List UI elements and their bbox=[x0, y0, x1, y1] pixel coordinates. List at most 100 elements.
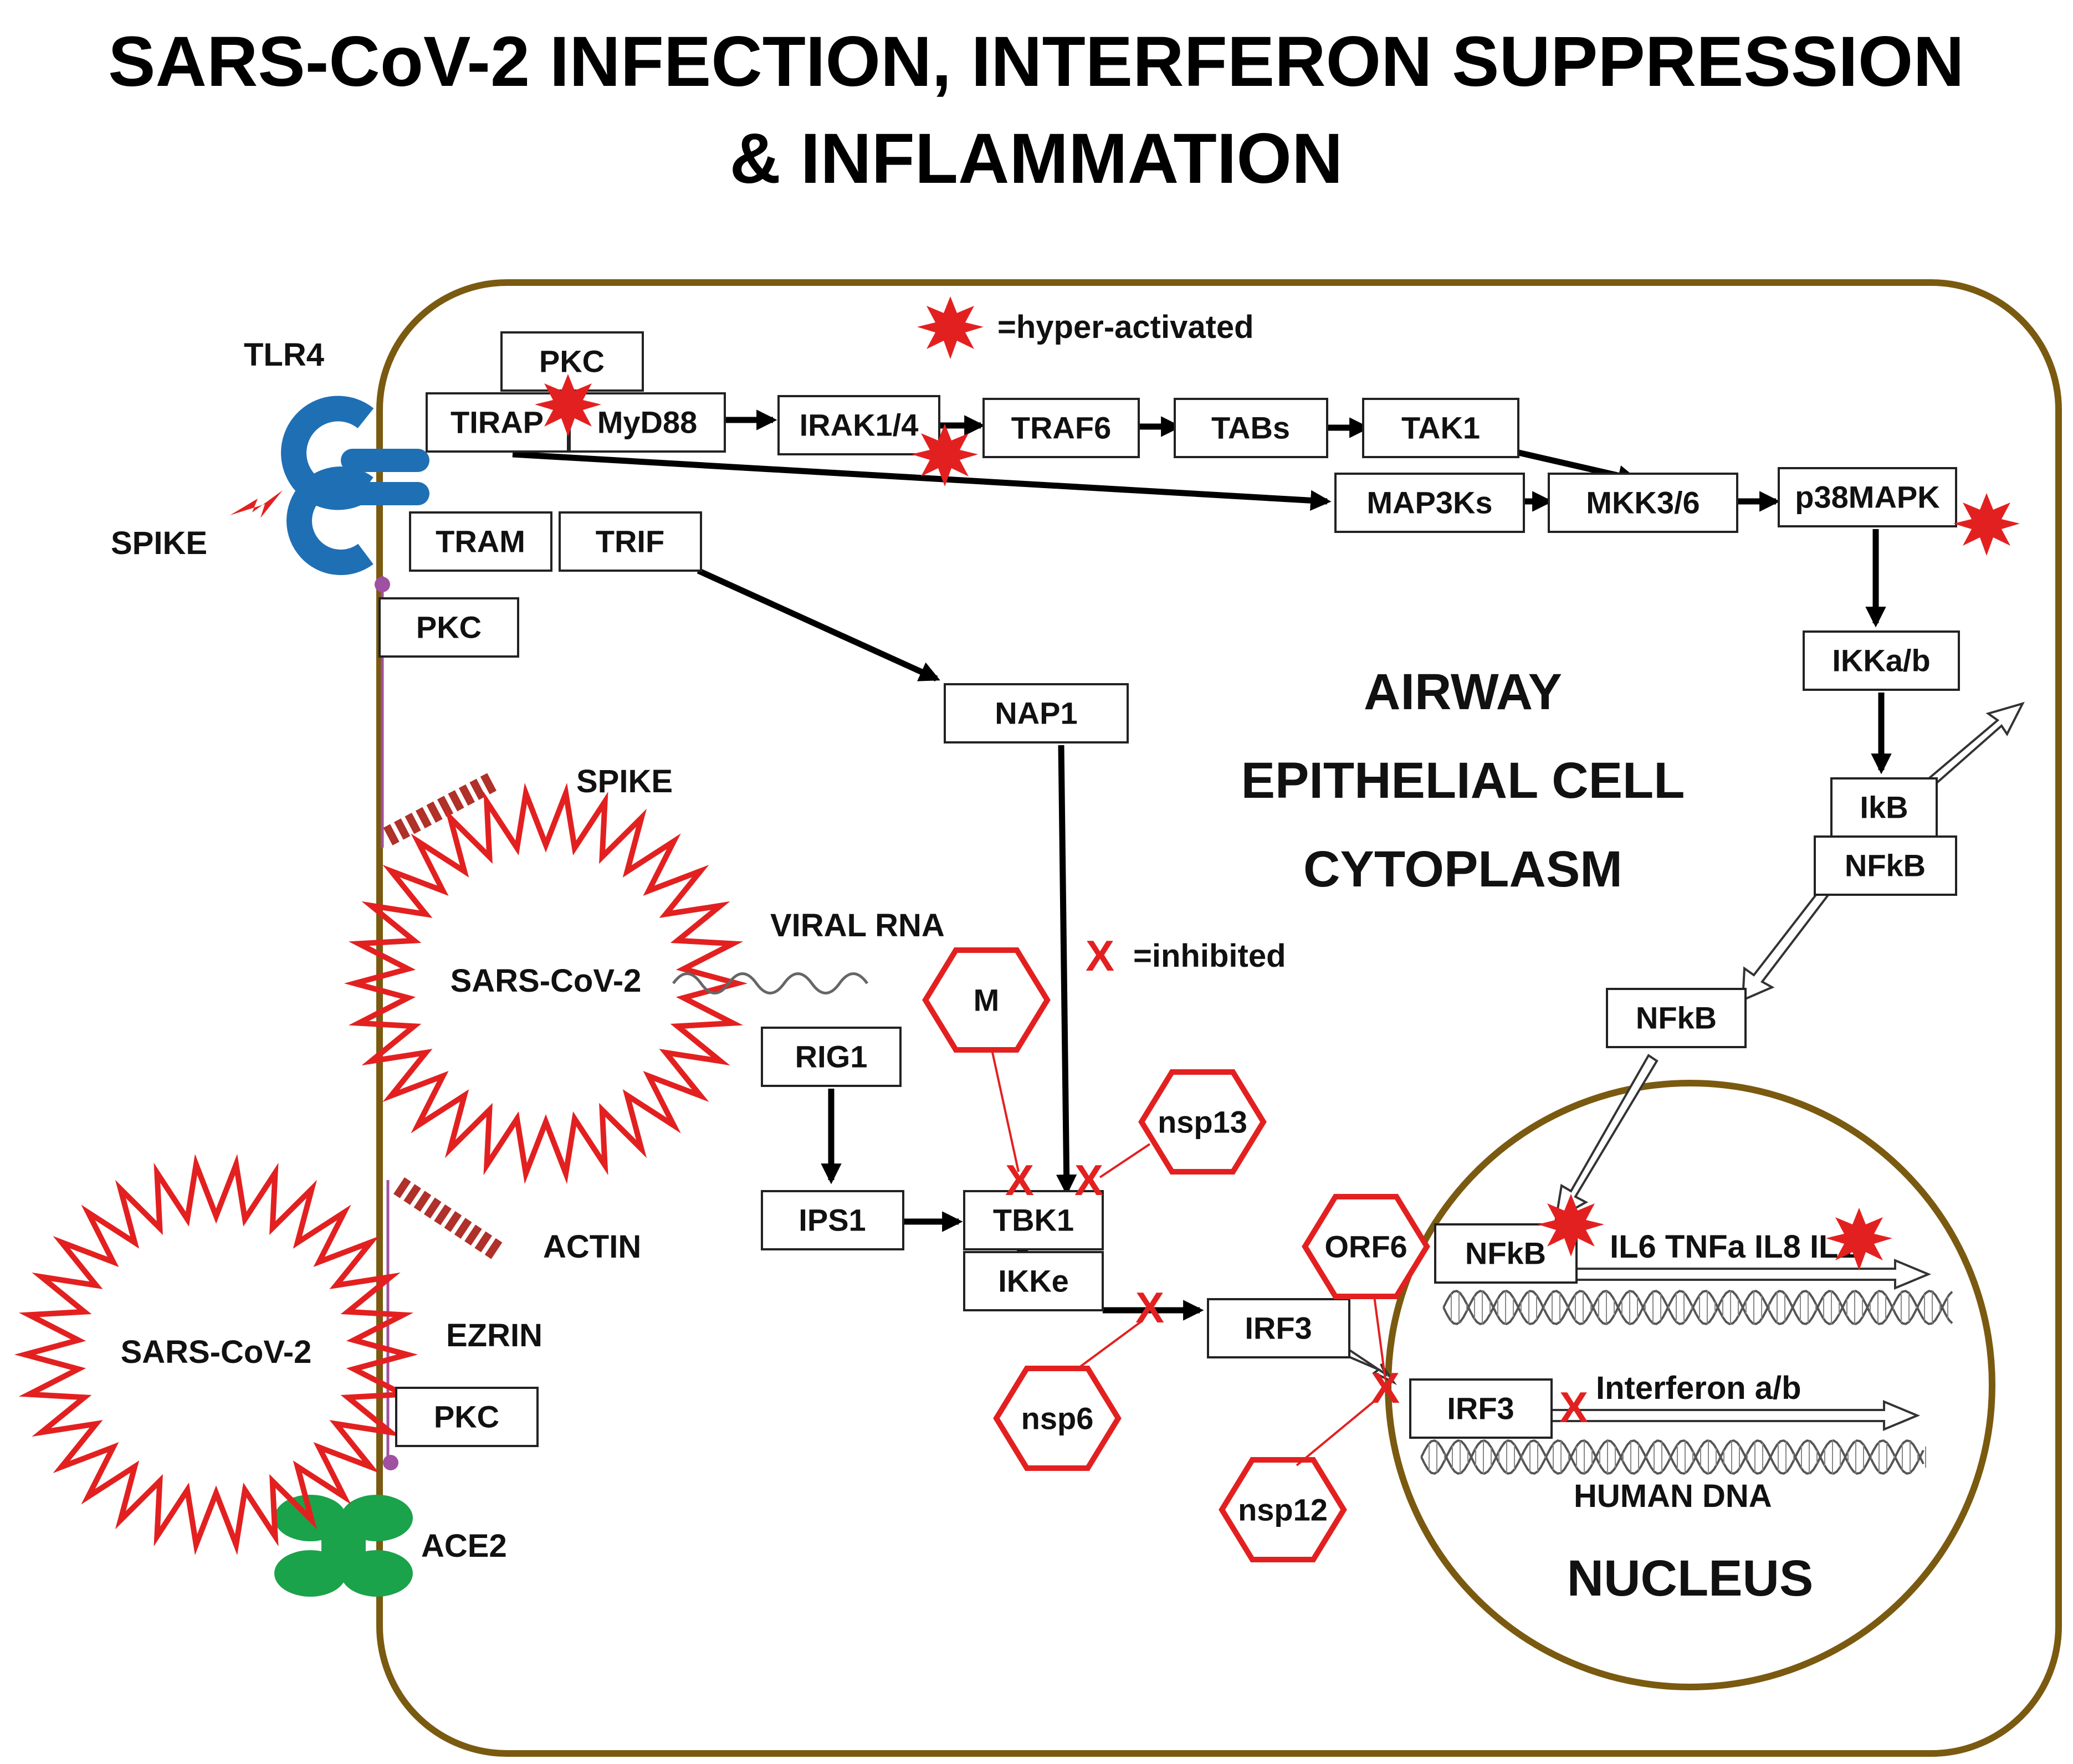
svg-text:MKK3/6: MKK3/6 bbox=[1586, 485, 1700, 520]
irak-box: IRAK1/4 bbox=[777, 395, 940, 455]
human-dna-label: HUMAN DNA bbox=[1574, 1478, 1772, 1514]
svg-text:PKC: PKC bbox=[416, 610, 482, 645]
tram-box: TRAM bbox=[409, 511, 552, 572]
actin-label: ACTIN bbox=[543, 1229, 641, 1265]
legend-x-icon: X bbox=[1086, 931, 1114, 980]
title-line-2: & INFLAMMATION bbox=[730, 119, 1343, 198]
nfkb-complex-box: NFkB bbox=[1814, 835, 1957, 896]
svg-text:PKC: PKC bbox=[434, 1399, 499, 1434]
ikke-box: IKKe bbox=[963, 1251, 1104, 1311]
cell-label-line-2: EPITHELIAL CELL bbox=[1241, 752, 1685, 809]
nap1-box: NAP1 bbox=[944, 683, 1129, 743]
viral-rna-label: VIRAL RNA bbox=[770, 907, 945, 943]
tirap-box: TIRAP bbox=[426, 392, 569, 453]
nfkb-free-box: NFkB bbox=[1606, 988, 1747, 1048]
spike-virus-label: SPIKE bbox=[576, 763, 673, 799]
svg-text:NFkB: NFkB bbox=[1465, 1236, 1546, 1271]
inhibition-x-icon: X bbox=[1371, 1363, 1400, 1412]
translocation-arrows bbox=[1338, 701, 2025, 1431]
ips1-box: IPS1 bbox=[761, 1190, 904, 1250]
svg-text:nsp13: nsp13 bbox=[1158, 1105, 1247, 1140]
dna-helix-lower-icon bbox=[1420, 1439, 1926, 1475]
nfkb-nucleus-box: NFkB bbox=[1434, 1223, 1578, 1284]
cell-label-line-1: AIRWAY bbox=[1364, 664, 1562, 720]
dna-strand bbox=[1420, 1439, 1924, 1475]
ace2-receptor-icon bbox=[274, 1495, 413, 1597]
viral-protein-nsp13: nsp13 bbox=[1138, 1069, 1267, 1175]
svg-text:TRAM: TRAM bbox=[436, 524, 525, 559]
svg-text:NFkB: NFkB bbox=[1845, 848, 1926, 883]
svg-text:MAP3Ks: MAP3Ks bbox=[1366, 485, 1492, 520]
svg-text:p38MAPK: p38MAPK bbox=[1795, 480, 1939, 515]
virus-upper-label: SARS-CoV-2 bbox=[451, 963, 642, 999]
cell-label-line-3: CYTOPLASM bbox=[1303, 841, 1622, 898]
hyper-activated-star-icon bbox=[917, 296, 984, 359]
mkk36-box: MKK3/6 bbox=[1548, 473, 1738, 533]
irf3-box: IRF3 bbox=[1207, 1298, 1350, 1358]
svg-text:M: M bbox=[974, 983, 1000, 1018]
nucleus-label: NUCLEUS bbox=[1567, 1550, 1814, 1607]
svg-text:IKKa/b: IKKa/b bbox=[1832, 643, 1930, 678]
viral-protein-orf6: ORF6 bbox=[1302, 1194, 1430, 1299]
tbk1-box: TBK1 bbox=[963, 1190, 1104, 1250]
svg-text:PKC: PKC bbox=[539, 344, 605, 379]
tabs-box: TABs bbox=[1174, 398, 1328, 458]
signal-arrows bbox=[512, 409, 1892, 1321]
cytokine-genes-label: IL6 TNFa IL8 IL1 bbox=[1610, 1229, 1856, 1265]
viral-protein-nsp6: nsp6 bbox=[993, 1366, 1122, 1471]
hyper-activated-star-icons bbox=[535, 374, 2020, 1270]
inhibition-x-icon: X bbox=[1005, 1156, 1034, 1204]
svg-text:nsp12: nsp12 bbox=[1238, 1493, 1328, 1527]
inhibition-x-icon: X bbox=[1559, 1383, 1588, 1432]
traf6-box: TRAF6 bbox=[982, 398, 1140, 458]
myd88-box: MyD88 bbox=[569, 392, 726, 453]
svg-text:nsp6: nsp6 bbox=[1021, 1401, 1094, 1436]
dna-strand bbox=[1420, 1439, 1924, 1475]
pkc-top-box: PKC bbox=[500, 331, 644, 392]
inhibition-lines bbox=[991, 1049, 1386, 1466]
svg-text:TRAF6: TRAF6 bbox=[1011, 411, 1111, 445]
spike-top-label: SPIKE bbox=[111, 525, 207, 561]
interferon-gene-label: Interferon a/b bbox=[1596, 1370, 1801, 1406]
dna-helix-upper-icon bbox=[1442, 1290, 1953, 1325]
svg-text:TAK1: TAK1 bbox=[1401, 411, 1480, 445]
ace2-label: ACE2 bbox=[421, 1528, 507, 1564]
p38mapk-box: p38MAPK bbox=[1778, 467, 1957, 527]
virus-lower-envelope-icon bbox=[14, 1153, 418, 1556]
spike-bolt-icon bbox=[230, 490, 283, 518]
virus-spike-ring bbox=[14, 1153, 418, 1556]
pkc-mid-box: PKC bbox=[378, 597, 519, 658]
map3ks-box: MAP3Ks bbox=[1334, 473, 1525, 533]
svg-text:IPS1: IPS1 bbox=[799, 1203, 866, 1238]
ezrin-knot-icon bbox=[375, 577, 390, 592]
legend-inhibited: =inhibited bbox=[1133, 938, 1286, 974]
svg-text:NFkB: NFkB bbox=[1636, 1001, 1717, 1035]
svg-text:TABs: TABs bbox=[1211, 411, 1290, 445]
svg-text:IRF3: IRF3 bbox=[1245, 1311, 1312, 1346]
viral-protein-nsp12: nsp12 bbox=[1219, 1457, 1347, 1562]
viral-rna-icon bbox=[672, 972, 869, 994]
trif-box: TRIF bbox=[559, 511, 702, 572]
viral-protein-m: M bbox=[922, 947, 1051, 1053]
ikkab-box: IKKa/b bbox=[1803, 630, 1960, 691]
svg-text:NAP1: NAP1 bbox=[995, 696, 1077, 731]
svg-text:IRAK1/4: IRAK1/4 bbox=[800, 408, 919, 443]
rig1-box: RIG1 bbox=[761, 1027, 902, 1087]
ikb-box: IkB bbox=[1830, 777, 1938, 838]
inhibition-x-icon: X bbox=[1074, 1156, 1103, 1204]
svg-text:TIRAP: TIRAP bbox=[451, 405, 544, 440]
nucleus-envelope bbox=[1385, 1080, 1995, 1690]
virus-lower-label: SARS-CoV-2 bbox=[121, 1334, 312, 1370]
irf3-nucleus-box: IRF3 bbox=[1409, 1378, 1553, 1439]
cell-membrane bbox=[376, 279, 2062, 1757]
svg-text:TBK1: TBK1 bbox=[993, 1203, 1074, 1238]
pkc-low-box: PKC bbox=[395, 1387, 539, 1447]
tlr4-label: TLR4 bbox=[244, 337, 324, 373]
ezrin-label: EZRIN bbox=[446, 1317, 542, 1353]
tak1-box: TAK1 bbox=[1362, 398, 1519, 458]
title-line-1: SARS-CoV-2 INFECTION, INTERFERON SUPPRES… bbox=[108, 22, 1964, 101]
inhibition-x-icon: X bbox=[1135, 1283, 1164, 1332]
virus-spike-ring bbox=[344, 782, 748, 1184]
svg-text:IRF3: IRF3 bbox=[1447, 1391, 1514, 1426]
